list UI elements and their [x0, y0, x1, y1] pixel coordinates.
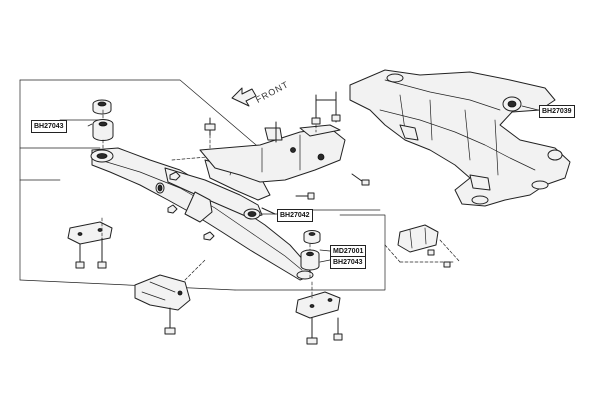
center-mount-bracket: [199, 91, 370, 215]
complete-subframe: [349, 69, 571, 207]
lower-left-bracket: [67, 217, 113, 269]
boundary-lines: [19, 79, 386, 291]
lower-right-bracket: [295, 281, 343, 345]
part-label-bh27043-left: BH27043: [31, 120, 67, 133]
loose-hardware: [167, 171, 215, 241]
part-label-bh27039: BH27039: [539, 105, 575, 118]
front-direction-arrow: [231, 87, 257, 107]
part-label-bh27042: BH27042: [277, 209, 313, 222]
right-small-bracket: [384, 224, 461, 268]
left-bushing-stack: [92, 99, 114, 149]
leader-lines: [87, 105, 539, 263]
right-bushing-stack: [300, 230, 321, 281]
part-label-bh27043-right: BH27043: [330, 256, 366, 269]
lower-middle-bracket: [134, 259, 206, 335]
